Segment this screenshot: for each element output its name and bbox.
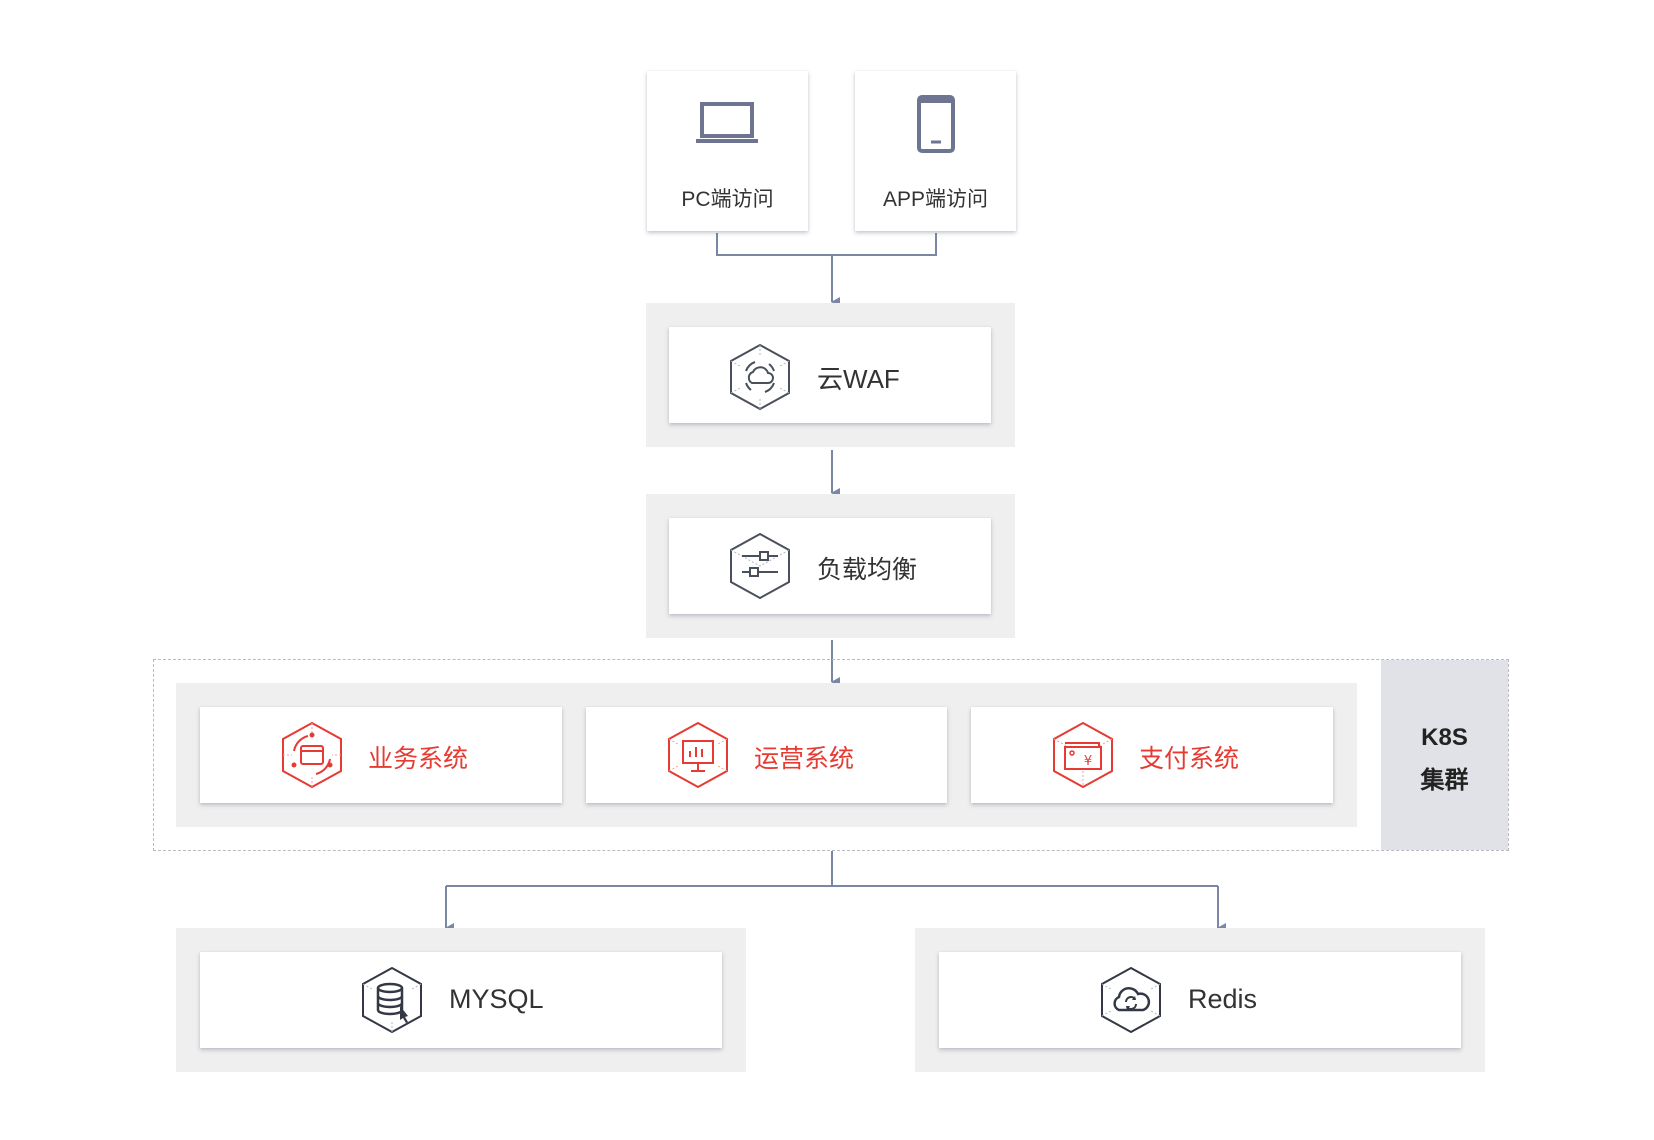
connector-clients-merge	[716, 233, 937, 256]
svg-text:¥: ¥	[1084, 754, 1092, 769]
k8s-label-box: K8S 集群	[1381, 660, 1508, 850]
k8s-label-line2: 集群	[1420, 767, 1469, 794]
operations-system-label: 运营系统	[754, 745, 855, 773]
business-window-icon	[282, 721, 342, 789]
waf-label: 云WAF	[817, 364, 900, 394]
wallet-yuan-icon: ¥	[1053, 721, 1113, 789]
mysql-card: MYSQL	[200, 952, 722, 1048]
business-system-label: 业务系统	[368, 745, 469, 773]
mysql-label: MYSQL	[449, 984, 544, 1014]
balance-slider-icon	[730, 532, 790, 600]
payment-system-card: ¥ 支付系统	[971, 707, 1333, 803]
app-access-label: APP端访问	[882, 188, 989, 211]
phone-icon	[917, 95, 955, 153]
redis-label: Redis	[1188, 984, 1258, 1014]
app-access-card: APP端访问	[855, 71, 1016, 231]
operations-system-card: 运营系统	[586, 707, 947, 803]
cloud-sync-icon	[1101, 966, 1161, 1034]
redis-card: Redis	[939, 952, 1461, 1048]
load-balancer-card: 负载均衡	[669, 518, 991, 614]
business-system-card: 业务系统	[200, 707, 562, 803]
cloud-shield-icon	[730, 343, 790, 411]
pc-access-label: PC端访问	[681, 188, 774, 211]
pc-access-card: PC端访问	[647, 71, 808, 231]
load-balancer-label: 负载均衡	[817, 556, 918, 584]
k8s-cluster-boundary	[153, 659, 1509, 851]
database-icon	[362, 966, 422, 1034]
laptop-icon	[696, 102, 758, 143]
k8s-label-line1: K8S	[1421, 724, 1468, 751]
waf-card: 云WAF	[669, 327, 991, 423]
monitor-chart-icon	[668, 721, 728, 789]
payment-system-label: 支付系统	[1139, 745, 1240, 773]
